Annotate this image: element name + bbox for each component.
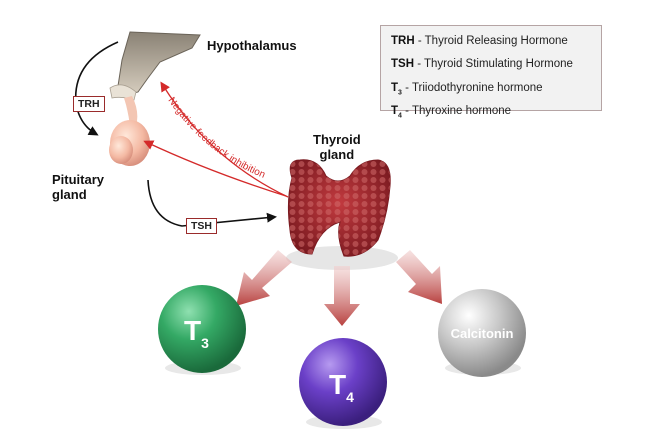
legend-box: TRH - Thyroid Releasing Hormone TSH - Th… — [380, 25, 602, 119]
feedback-arrow-hypothalamus — [160, 81, 289, 198]
hypothalamus-label: Hypothalamus — [207, 38, 297, 53]
pituitary-label: Pituitary gland — [52, 172, 105, 202]
calcitonin-sphere — [438, 289, 526, 377]
pituitary-illustration — [109, 96, 150, 166]
feedback-arrow-pituitary — [143, 140, 287, 197]
t4-sphere — [299, 338, 387, 426]
t4-label: T4 — [329, 369, 354, 405]
tsh-tag: TSH — [186, 218, 217, 234]
t3-sphere — [158, 285, 246, 373]
tsh-arrow — [147, 179, 277, 227]
feedback-label: Negative feedback inhibition — [166, 95, 267, 180]
thyroid-illustration — [286, 159, 398, 270]
calcitonin-label: Calcitonin — [451, 326, 514, 341]
trh-tag: TRH — [73, 96, 105, 112]
legend-row: T4 - Thyroxine hormone — [391, 104, 512, 120]
legend-row: T3 - Triiodothyronine hormone — [391, 81, 543, 96]
legend-row: TSH - Thyroid Stimulating Hormone — [391, 58, 573, 71]
arrow-to-t4 — [324, 266, 360, 326]
hormone-arrows — [236, 250, 442, 326]
t3-label: T3 — [184, 315, 209, 351]
hypothalamus-illustration — [109, 31, 201, 101]
arrow-to-t3 — [236, 250, 292, 306]
legend-row: TRH - Thyroid Releasing Hormone — [391, 35, 568, 47]
thyroid-label: Thyroid gland — [313, 132, 361, 162]
arrow-to-calcitonin — [396, 250, 442, 304]
